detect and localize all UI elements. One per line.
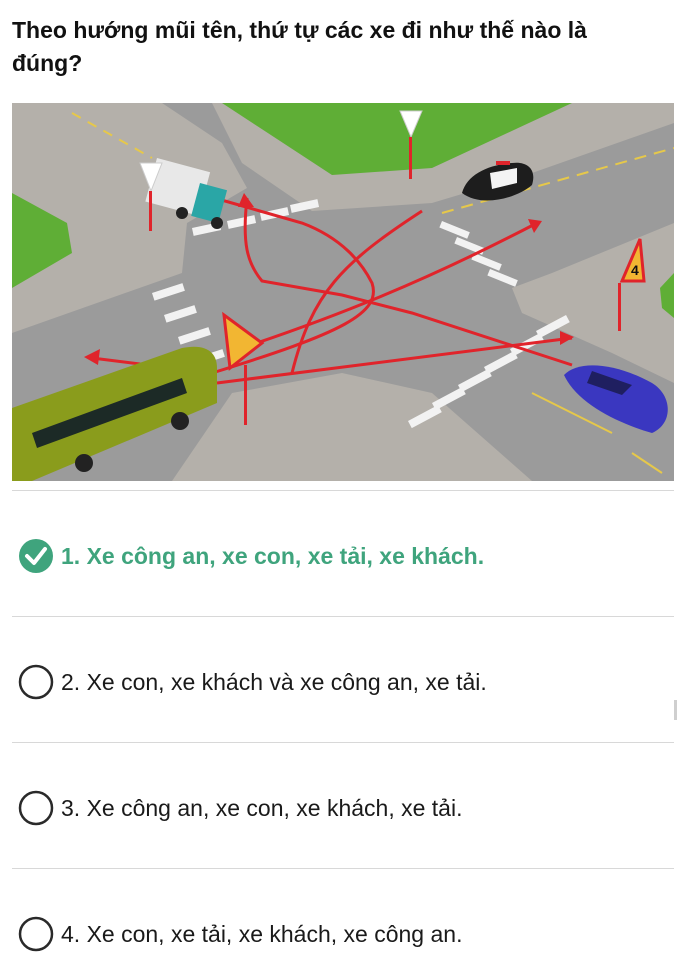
bus xyxy=(12,346,217,481)
divider xyxy=(12,742,674,743)
yield-sign-left xyxy=(139,162,163,231)
yield-sign-top xyxy=(399,110,423,179)
sign-number: 4 xyxy=(631,262,639,278)
divider xyxy=(12,868,674,869)
answer-option-1[interactable]: 1. Xe công an, xe con, xe tải, xe khách. xyxy=(12,526,662,586)
answer-option-2[interactable]: 2. Xe con, xe khách và xe công an, xe tả… xyxy=(12,652,662,712)
question-text: Theo hướng mũi tên, thứ tự các xe đi như… xyxy=(12,17,587,76)
intersection-illustration: 4 xyxy=(12,103,674,481)
answer-option-4[interactable]: 4. Xe con, xe tải, xe khách, xe công an. xyxy=(12,904,662,964)
radio-circle-icon xyxy=(17,663,55,701)
route-arrows xyxy=(91,191,573,385)
police-car xyxy=(462,161,534,201)
sidewalk-bottom xyxy=(172,373,532,481)
answer-option-3[interactable]: 3. Xe công an, xe con, xe khách, xe tải. xyxy=(12,778,662,838)
answer-option-4-label: 4. Xe con, xe tải, xe khách, xe công an. xyxy=(61,920,463,947)
truck xyxy=(145,158,228,229)
divider xyxy=(12,616,674,617)
radio-circle-icon xyxy=(17,915,55,953)
scrollbar[interactable] xyxy=(674,700,677,720)
divider xyxy=(12,490,674,491)
answer-option-1-label: 1. Xe công an, xe con, xe tải, xe khách. xyxy=(61,542,485,569)
radio-circle-icon xyxy=(17,789,55,827)
yield-sign-bottom xyxy=(222,311,265,425)
numbered-sign: 4 xyxy=(618,238,646,331)
answer-option-3-label: 3. Xe công an, xe con, xe khách, xe tải. xyxy=(61,794,463,821)
blue-car xyxy=(564,365,668,433)
sidewalk-top-left xyxy=(12,103,247,333)
check-circle-icon xyxy=(17,537,55,575)
answer-option-2-label: 2. Xe con, xe khách và xe công an, xe tả… xyxy=(61,668,487,695)
